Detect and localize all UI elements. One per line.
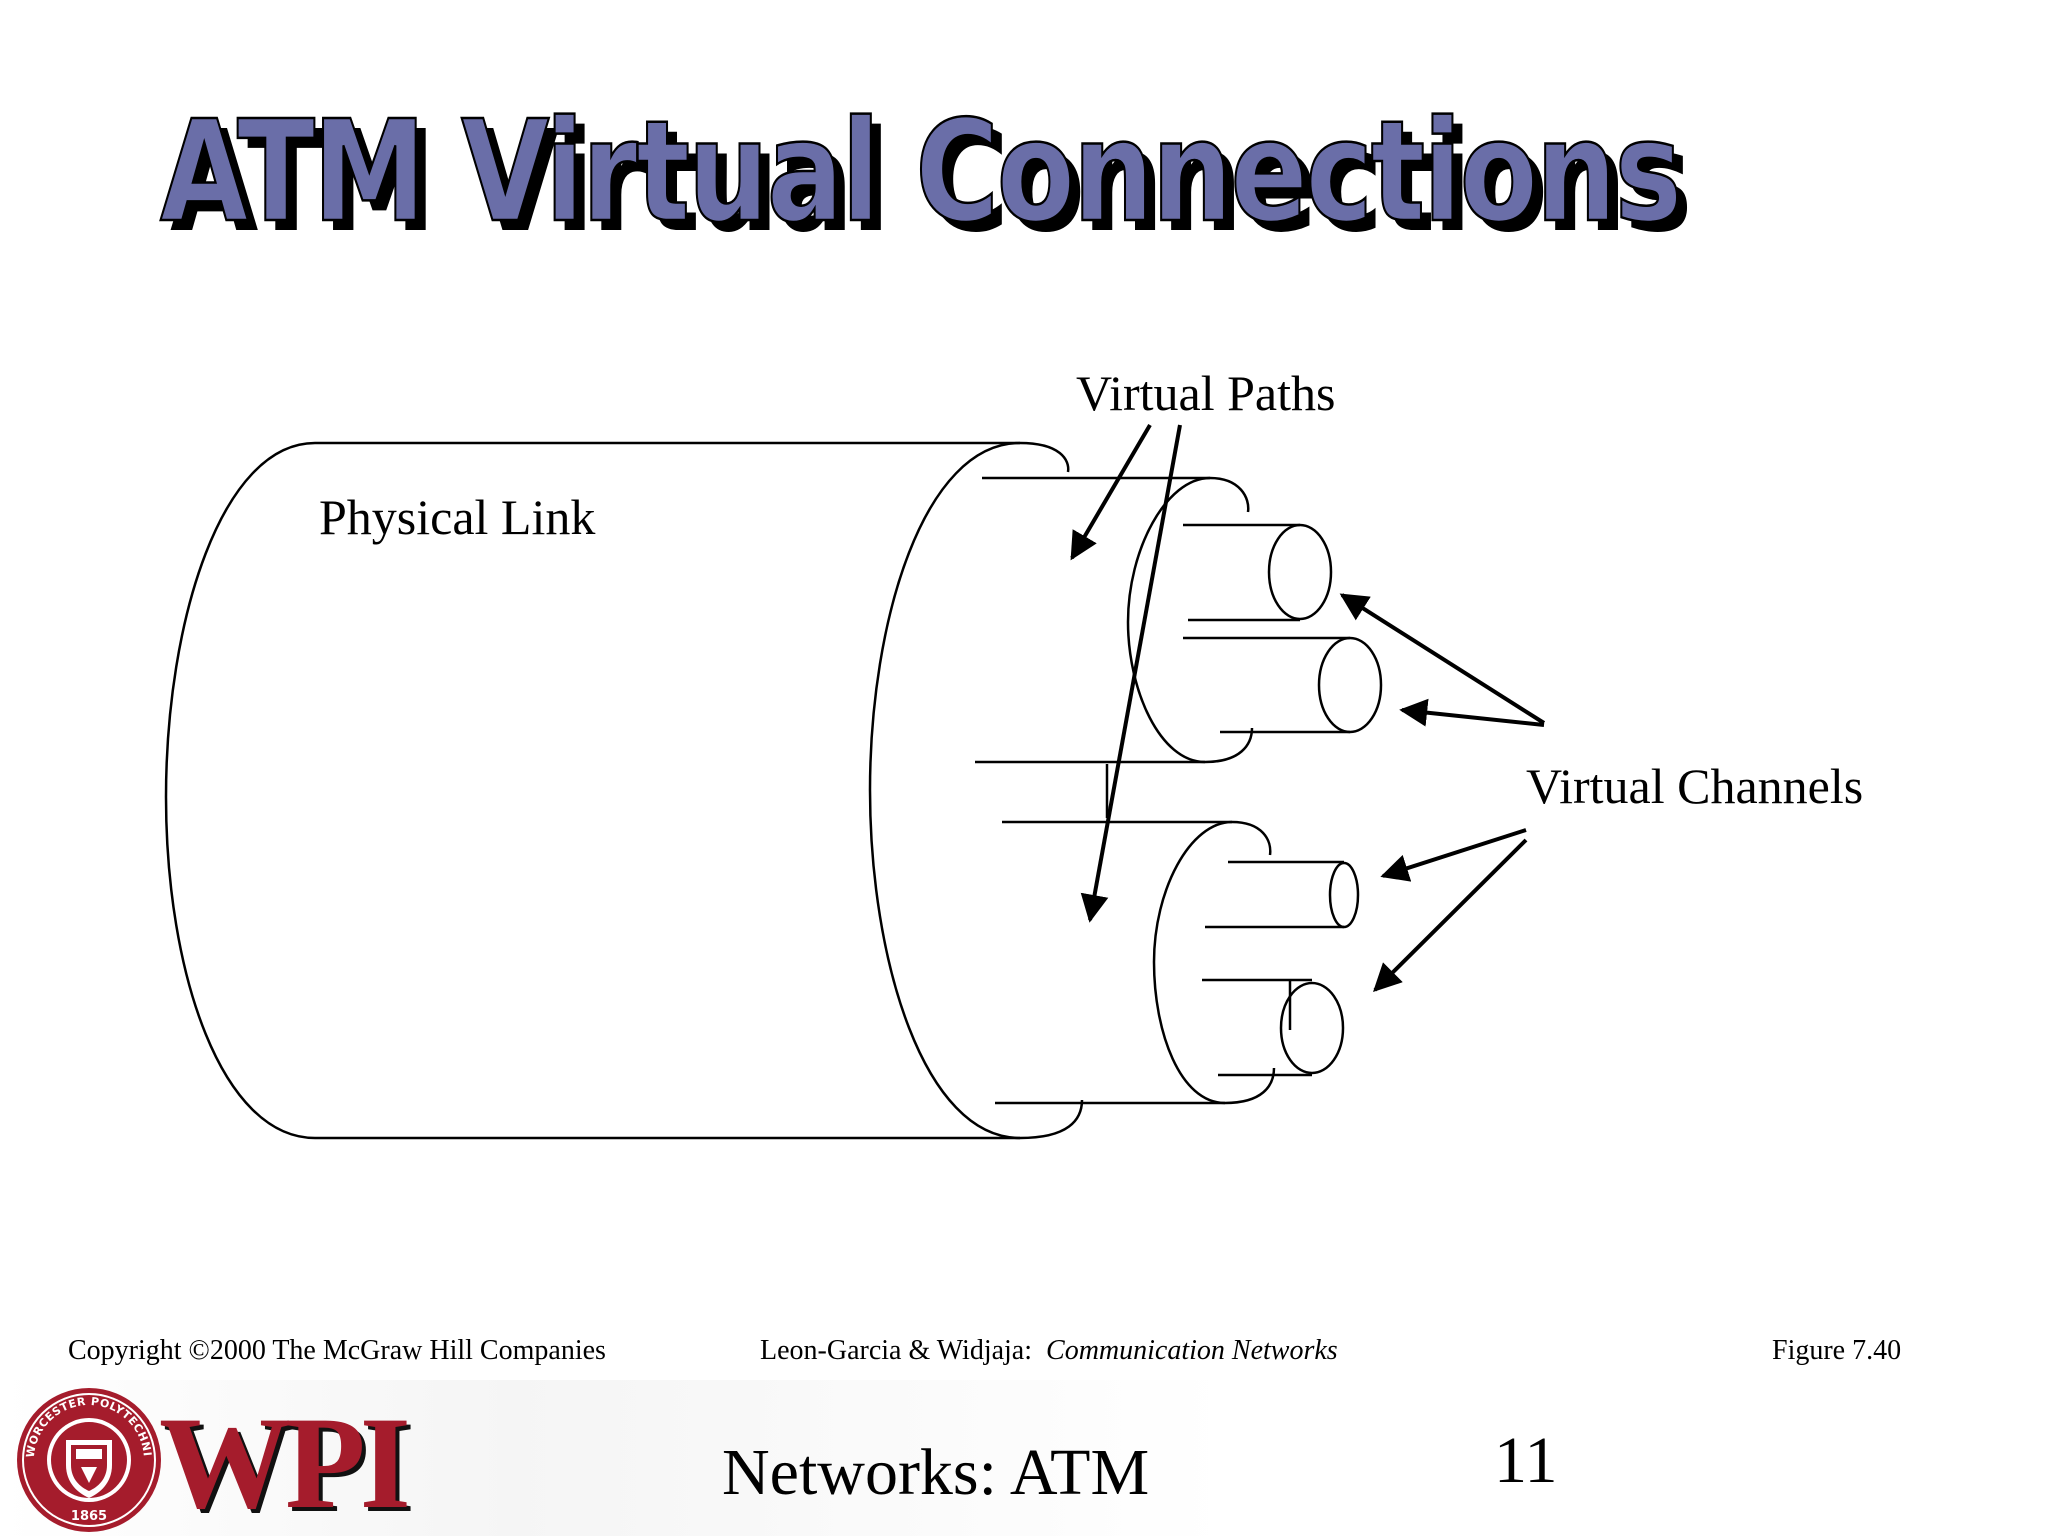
svg-text:1865: 1865 (71, 1509, 107, 1524)
virtual-paths-label: Virtual Paths (1076, 365, 1336, 421)
vc-arrow-1 (1339, 593, 1546, 725)
cylinder-rim-top-curl (1019, 441, 1070, 473)
virtual-channel-2 (1183, 636, 1383, 734)
virtual-channels-label: Virtual Channels (1526, 758, 1864, 814)
wpi-wordmark: WPI (159, 1389, 411, 1536)
virtual-channel-4 (1202, 978, 1345, 1077)
book-title: Communication Networks (1046, 1335, 1338, 1366)
physical-link-label: Physical Link (319, 489, 596, 545)
virtual-channel-3 (1205, 860, 1360, 929)
vp-arrow-upper (1070, 423, 1152, 561)
cylinder-front-rim (868, 441, 1021, 1140)
footer-slide-title: Networks: ATM (722, 1436, 1150, 1509)
copyright-notice: Copyright ©2000 The McGraw Hill Companie… (68, 1335, 606, 1366)
footer-background (0, 1380, 2048, 1536)
page-number: 11 (1494, 1424, 1558, 1497)
vc-arrow-3 (1380, 828, 1527, 882)
cylinder-back-edge (164, 441, 316, 1140)
vc2-end (1317, 636, 1383, 734)
vp-upper-rim (1126, 476, 1211, 764)
vc-arrow-2 (1399, 698, 1545, 727)
wpi-logo: WORCESTER POLYTECHNIC INSTITUTE 1865 WPI (14, 1385, 414, 1535)
slide-title-art: ATM Virtual Connections ATM Virtual Conn… (159, 90, 1693, 264)
book-citation: Leon-Garcia & Widjaja: Communication Net… (760, 1337, 1338, 1365)
book-authors: Leon-Garcia & Widjaja: (760, 1335, 1033, 1366)
vc3-end (1328, 861, 1360, 929)
vp-arrow-lower (1080, 424, 1182, 923)
figure-number: Figure 7.40 (1772, 1335, 1902, 1366)
vc4-end (1279, 981, 1345, 1075)
slide-title-shadow: ATM Virtual Connections (170, 101, 1690, 264)
slide-title-text: ATM Virtual Connections (160, 91, 1680, 254)
virtual-channel-1 (1183, 523, 1333, 622)
wpi-seal: WORCESTER POLYTECHNIC INSTITUTE 1865 (14, 1385, 161, 1532)
physical-link-cylinder (164, 441, 1084, 1140)
vp-upper-rim-curl-top (1209, 476, 1250, 513)
virtual-path-lower (995, 820, 1276, 1105)
vp-lower-rim-curl-top (1231, 820, 1272, 856)
vp-lower-rim-curl-bottom (1224, 1067, 1276, 1105)
vc1-end (1267, 523, 1333, 621)
cylinder-rim-bottom-curl (1019, 1099, 1084, 1140)
vp-lower-rim (1152, 820, 1233, 1105)
vc-arrow-4 (1373, 838, 1528, 992)
slide-title: ATM Virtual Connections ATM Virtual Conn… (159, 90, 1720, 283)
